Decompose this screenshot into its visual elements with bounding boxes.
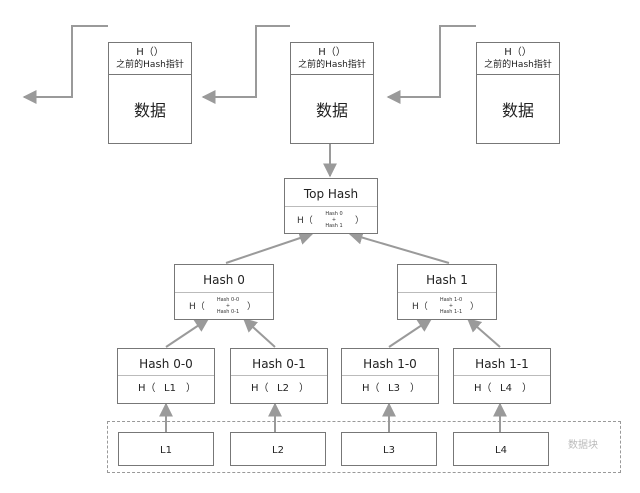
block: H（） 之前的Hash指针 数据 bbox=[476, 42, 560, 144]
hash-arg: L1 bbox=[164, 383, 176, 394]
block-prev-hash-label: 之前的Hash指针 bbox=[484, 60, 552, 70]
node-title: Hash 0 bbox=[203, 273, 245, 287]
tree-edge bbox=[242, 318, 276, 348]
hash-fn-label: H（ bbox=[138, 383, 156, 394]
close-paren: ） bbox=[299, 383, 309, 394]
block: H（） 之前的Hash指针 数据 bbox=[108, 42, 192, 144]
hash-formula: H（ Hash 0-0 + Hash 0-1 ） bbox=[175, 295, 273, 319]
data-blocks-frame bbox=[107, 421, 621, 473]
operand-top: Hash 1-0 bbox=[439, 297, 463, 303]
hash-formula: H（ Hash 0 + Hash 1 ） bbox=[285, 209, 377, 233]
block-data-label: 数据 bbox=[133, 101, 166, 120]
leaf-hash-node: Hash 1-0 H（ L3 ） bbox=[341, 348, 439, 404]
operand-top: Hash 0-0 bbox=[216, 297, 240, 303]
prev-pointer-arrow bbox=[22, 25, 108, 104]
close-paren: ） bbox=[186, 383, 196, 394]
leaf-label: L2 bbox=[272, 445, 284, 456]
operand-bottom: Hash 1-1 bbox=[439, 309, 463, 315]
leaf-label: L4 bbox=[495, 445, 507, 456]
node-title: Hash 1-0 bbox=[363, 357, 417, 371]
prev-pointer-arrow bbox=[201, 25, 290, 104]
close-paren: ） bbox=[410, 383, 420, 394]
close-paren: ） bbox=[470, 302, 480, 312]
hash-fn-label: H（ bbox=[251, 383, 269, 394]
divider bbox=[118, 375, 214, 376]
node-title: Top Hash bbox=[303, 187, 359, 201]
tree-edge bbox=[348, 230, 450, 264]
plus-sign: + bbox=[448, 303, 454, 309]
leaf-hash-node: Hash 0-1 H（ L2 ） bbox=[230, 348, 328, 404]
divider bbox=[398, 292, 496, 293]
block-data-label: 数据 bbox=[501, 101, 534, 120]
divider bbox=[291, 74, 373, 75]
tree-edge bbox=[466, 318, 501, 348]
operand-bottom: Hash 0-1 bbox=[216, 309, 240, 315]
hash-fn-label: H（ bbox=[297, 216, 313, 226]
plus-sign: + bbox=[331, 217, 337, 223]
hash-fn-label: H（ bbox=[412, 302, 428, 312]
close-paren: ） bbox=[355, 216, 365, 226]
divider bbox=[477, 74, 559, 75]
hash-arg: L4 bbox=[500, 383, 512, 394]
hash-fn-label: H（ bbox=[362, 383, 380, 394]
data-leaf: L2 bbox=[230, 432, 326, 466]
tree-edge bbox=[388, 318, 433, 348]
data-leaf: L1 bbox=[118, 432, 214, 466]
hash-fn-label: H（ bbox=[189, 302, 205, 312]
operand-top: Hash 0 bbox=[325, 211, 343, 217]
divider bbox=[231, 375, 327, 376]
block-hash-label: H（） bbox=[136, 47, 164, 58]
plus-sign: + bbox=[225, 303, 231, 309]
block-prev-hash-label: 之前的Hash指针 bbox=[298, 60, 366, 70]
leaf-hash-node: Hash 1-1 H（ L4 ） bbox=[453, 348, 551, 404]
hash-node: Hash 1 H（ Hash 1-0 + Hash 1-1 ） bbox=[397, 264, 497, 320]
close-paren: ） bbox=[522, 383, 532, 394]
block-data-label: 数据 bbox=[315, 101, 348, 120]
operand-bottom: Hash 1 bbox=[325, 223, 343, 229]
node-title: Hash 0-1 bbox=[252, 357, 306, 371]
node-title: Hash 1 bbox=[426, 273, 468, 287]
block-hash-label: H（） bbox=[504, 47, 532, 58]
prev-pointer-arrow bbox=[386, 25, 476, 104]
hash-formula: H（ Hash 1-0 + Hash 1-1 ） bbox=[398, 295, 496, 319]
divider bbox=[109, 74, 191, 75]
divider bbox=[342, 375, 438, 376]
divider bbox=[285, 206, 377, 207]
hash-fn-label: H（ bbox=[474, 383, 492, 394]
close-paren: ） bbox=[247, 302, 257, 312]
node-title: Hash 1-1 bbox=[475, 357, 529, 371]
top-hash-node: Top Hash H（ Hash 0 + Hash 1 ） bbox=[284, 178, 378, 234]
hash-arg: L3 bbox=[388, 383, 400, 394]
leaf-hash-node: Hash 0-0 H（ L1 ） bbox=[117, 348, 215, 404]
tree-edge bbox=[165, 318, 210, 348]
data-leaf: L3 bbox=[341, 432, 437, 466]
leaf-label: L1 bbox=[160, 445, 172, 456]
block-hash-label: H（） bbox=[318, 47, 346, 58]
leaf-label: L3 bbox=[383, 445, 395, 456]
hash-node: Hash 0 H（ Hash 0-0 + Hash 0-1 ） bbox=[174, 264, 274, 320]
node-title: Hash 0-0 bbox=[139, 357, 193, 371]
divider bbox=[454, 375, 550, 376]
data-leaf: L4 bbox=[453, 432, 549, 466]
tree-edge bbox=[225, 231, 314, 264]
block: H（） 之前的Hash指针 数据 bbox=[290, 42, 374, 144]
divider bbox=[175, 292, 273, 293]
hash-arg: L2 bbox=[277, 383, 289, 394]
block-prev-hash-label: 之前的Hash指针 bbox=[116, 60, 184, 70]
watermark-text: 数据块 bbox=[568, 440, 598, 451]
